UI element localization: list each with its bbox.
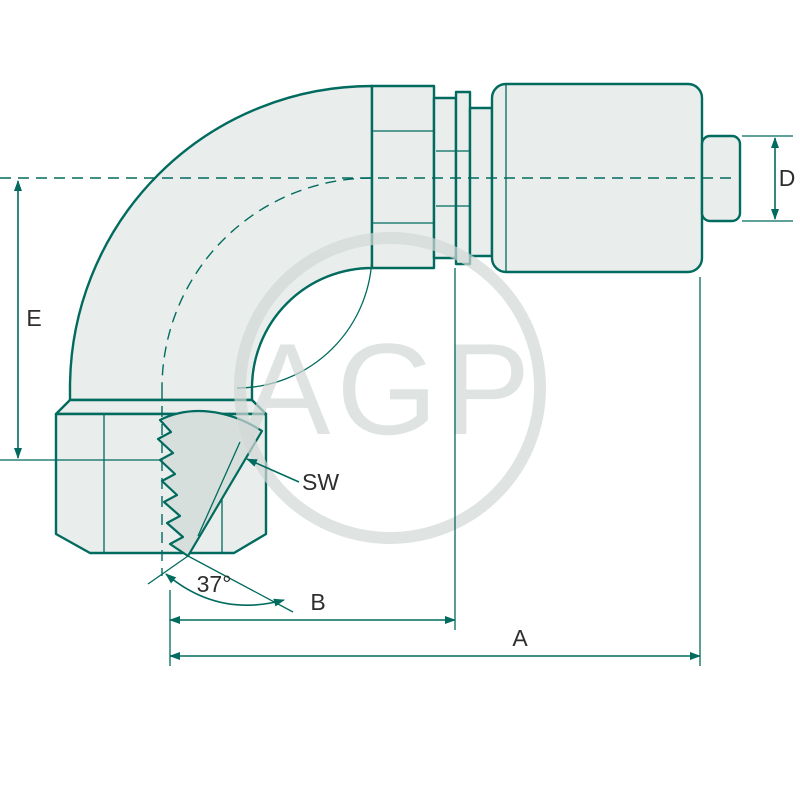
watermark-circle bbox=[234, 232, 546, 544]
angle-ray-left bbox=[147, 555, 189, 585]
dimension-d: D bbox=[742, 135, 796, 222]
elbow-centerline-arc bbox=[161, 177, 373, 389]
dimension-sw: SW bbox=[246, 458, 339, 495]
angle-label: 37° bbox=[197, 571, 232, 597]
centerlines bbox=[0, 177, 738, 576]
dimension-a: A bbox=[169, 277, 701, 666]
dimensions: E D SW 37° B bbox=[0, 135, 796, 666]
dimension-b: B bbox=[169, 268, 456, 666]
sw-leader-line bbox=[246, 458, 300, 483]
dimension-e: E bbox=[0, 180, 160, 461]
sw-label: SW bbox=[302, 469, 339, 495]
a-label: A bbox=[512, 625, 528, 651]
collar-ring-3 bbox=[468, 106, 494, 258]
swivel-nut-chamfer bbox=[54, 398, 268, 416]
elbow-bore-contour bbox=[236, 252, 373, 389]
watermark: AGP bbox=[234, 232, 546, 544]
dimension-angle: 37° bbox=[147, 555, 294, 613]
flare-cone-inner-line bbox=[197, 441, 241, 537]
angle-arc bbox=[165, 573, 285, 607]
e-label: E bbox=[26, 305, 41, 331]
b-label: B bbox=[310, 589, 325, 615]
d-label: D bbox=[779, 165, 796, 191]
watermark-text: AGP bbox=[244, 316, 537, 462]
flare-cone-serrated bbox=[156, 410, 264, 558]
fitting-body bbox=[54, 82, 742, 558]
